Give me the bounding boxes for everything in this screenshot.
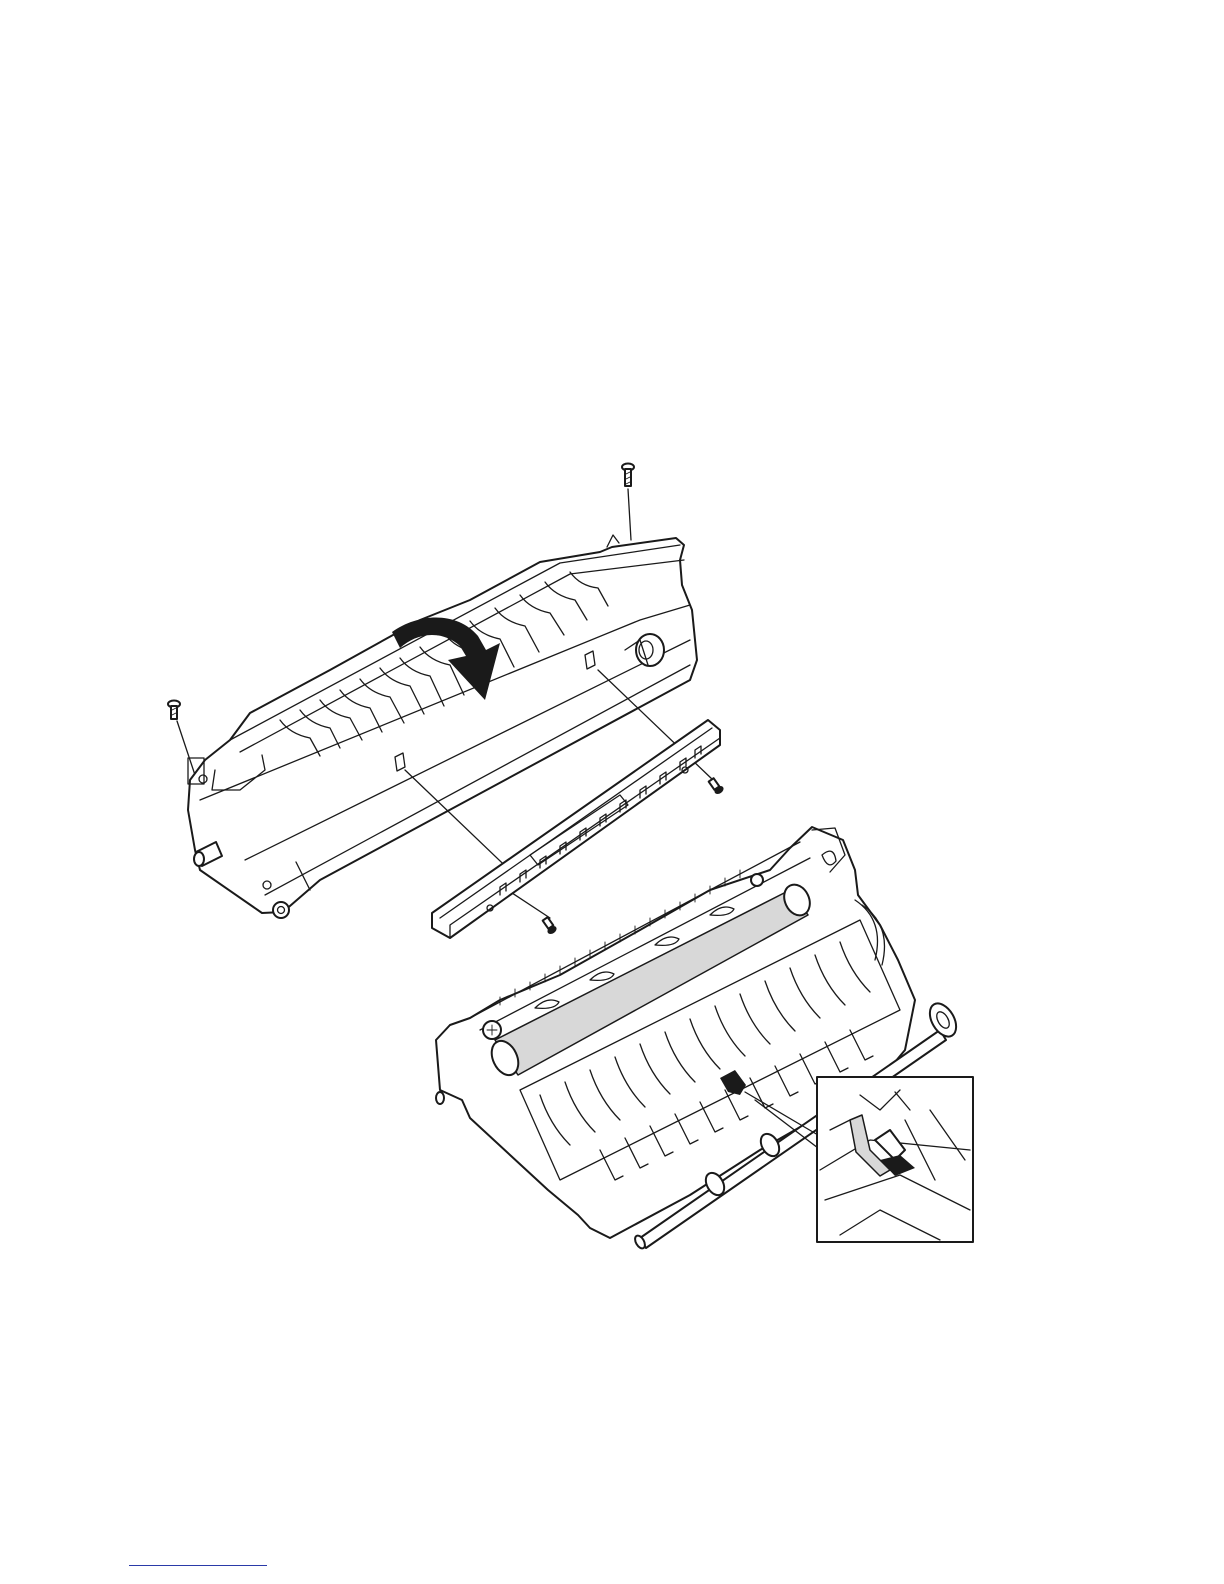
screw-top-left — [168, 701, 196, 779]
footer-link-underline[interactable] — [129, 1565, 267, 1566]
screw-bracket-right — [709, 778, 725, 796]
screw-bracket-left — [543, 917, 558, 936]
fuser-cover — [188, 535, 697, 918]
screw-top-right — [622, 464, 634, 541]
